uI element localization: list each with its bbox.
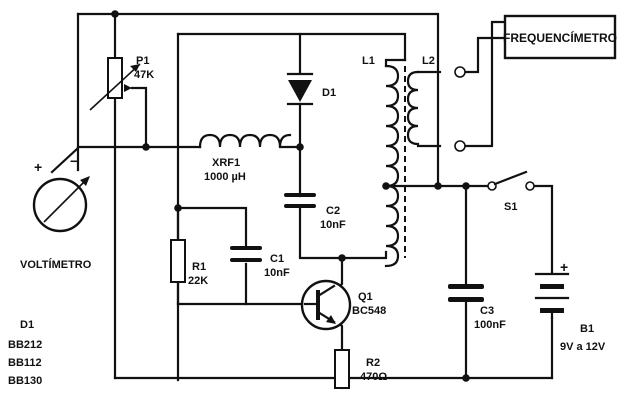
- diode-option: BB212: [8, 339, 42, 351]
- c3-value: 100nF: [474, 319, 506, 331]
- diode-d1: D1: [286, 72, 336, 106]
- battery-plus: +: [560, 259, 568, 275]
- voltmeter: + − VOLTÍMETRO: [20, 153, 92, 271]
- l1-name: L1: [362, 55, 375, 67]
- wiring: [50, 12, 554, 390]
- d1-name: D1: [322, 87, 336, 99]
- frequency-meter: FREQUENCÍMETRO: [503, 14, 617, 60]
- b1-name: B1: [580, 323, 594, 335]
- c2-name: C2: [326, 205, 340, 217]
- resistor-r1: R1 22K: [170, 239, 208, 287]
- p1-name: P1: [136, 55, 149, 67]
- capacitor-c3: C3 100nF: [448, 284, 506, 331]
- r2-value: 470Ω: [360, 371, 387, 383]
- capacitor-c1: C1 10nF: [230, 246, 290, 279]
- p1-value: 47K: [134, 69, 154, 81]
- c1-value: 10nF: [264, 267, 290, 279]
- r1-value: 22K: [188, 275, 208, 287]
- voltmeter-label: VOLTÍMETRO: [20, 258, 92, 271]
- choke-xrf1: XRF1 1000 µH: [198, 133, 292, 183]
- coil-l1: L1: [362, 55, 406, 268]
- resistor-r2: R2 470Ω: [334, 349, 387, 389]
- xrf1-value: 1000 µH: [204, 171, 246, 183]
- battery-b1: + B1 9V a 12V: [534, 259, 606, 353]
- voltmeter-plus: +: [34, 159, 42, 175]
- s1-name: S1: [504, 201, 517, 213]
- diode-option: BB112: [8, 357, 42, 369]
- voltmeter-minus: −: [70, 153, 78, 169]
- r1-name: R1: [192, 261, 206, 273]
- c1-name: C1: [270, 253, 284, 265]
- c2-value: 10nF: [320, 219, 346, 231]
- transistor-q1: Q1 BC548: [300, 279, 386, 331]
- potentiometer-p1: P1 47K: [89, 55, 154, 111]
- capacitor-c2: C2 10nF: [284, 193, 346, 231]
- diode-list-title: D1: [20, 319, 34, 331]
- q1-name: Q1: [358, 291, 373, 303]
- q1-value: BC548: [352, 305, 386, 317]
- switch-s1: S1: [487, 170, 535, 213]
- c3-name: C3: [480, 305, 494, 317]
- l2-name: L2: [422, 55, 435, 67]
- diode-option: BB130: [8, 375, 42, 387]
- frequency-meter-label: FREQUENCÍMETRO: [503, 30, 617, 45]
- xrf1-name: XRF1: [212, 157, 240, 169]
- coil-l2: L2: [406, 55, 466, 152]
- diode-options-list: D1 BB212 BB112 BB130: [8, 319, 42, 387]
- b1-value: 9V a 12V: [560, 341, 606, 353]
- r2-name: R2: [366, 357, 380, 369]
